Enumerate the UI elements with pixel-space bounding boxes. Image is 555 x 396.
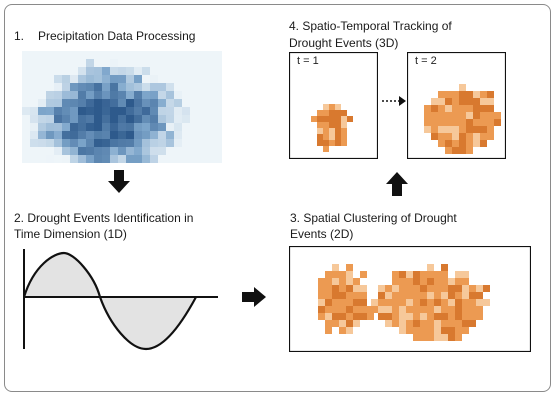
time-series-wave [14,245,224,355]
step1-number: 1. [14,29,25,43]
t2-label: t = 2 [415,55,437,67]
tracking-box-t1 [289,52,378,159]
arrow-right [242,287,266,307]
diagram-frame [4,4,551,392]
arrow-up [386,172,408,196]
drought-t2 [407,52,506,159]
spatial-clusters [289,246,531,352]
step2-title-line1: 2. Drought Events Identification in [14,211,194,225]
step3-title-line2: Events (2D) [290,227,354,241]
step2-title-line2: Time Dimension (1D) [14,227,127,241]
arrow-down [108,170,130,194]
t1-label: t = 1 [297,55,319,67]
wave-chart [22,249,218,351]
step3-title-line1: 3. Spatial Clustering of Drought [290,211,457,225]
drought-t1 [289,52,378,159]
step1-title: Precipitation Data Processing [38,29,196,43]
step4-title-line1: 4. Spatio-Temporal Tracking of [289,19,452,33]
step4-title-line2: Drought Events (3D) [289,36,399,50]
precipitation-grid [22,51,222,163]
precipitation-heatmap [22,51,222,163]
clustering-panel [289,246,531,352]
dotted-arrow [381,96,407,106]
tracking-box-t2 [407,52,506,159]
